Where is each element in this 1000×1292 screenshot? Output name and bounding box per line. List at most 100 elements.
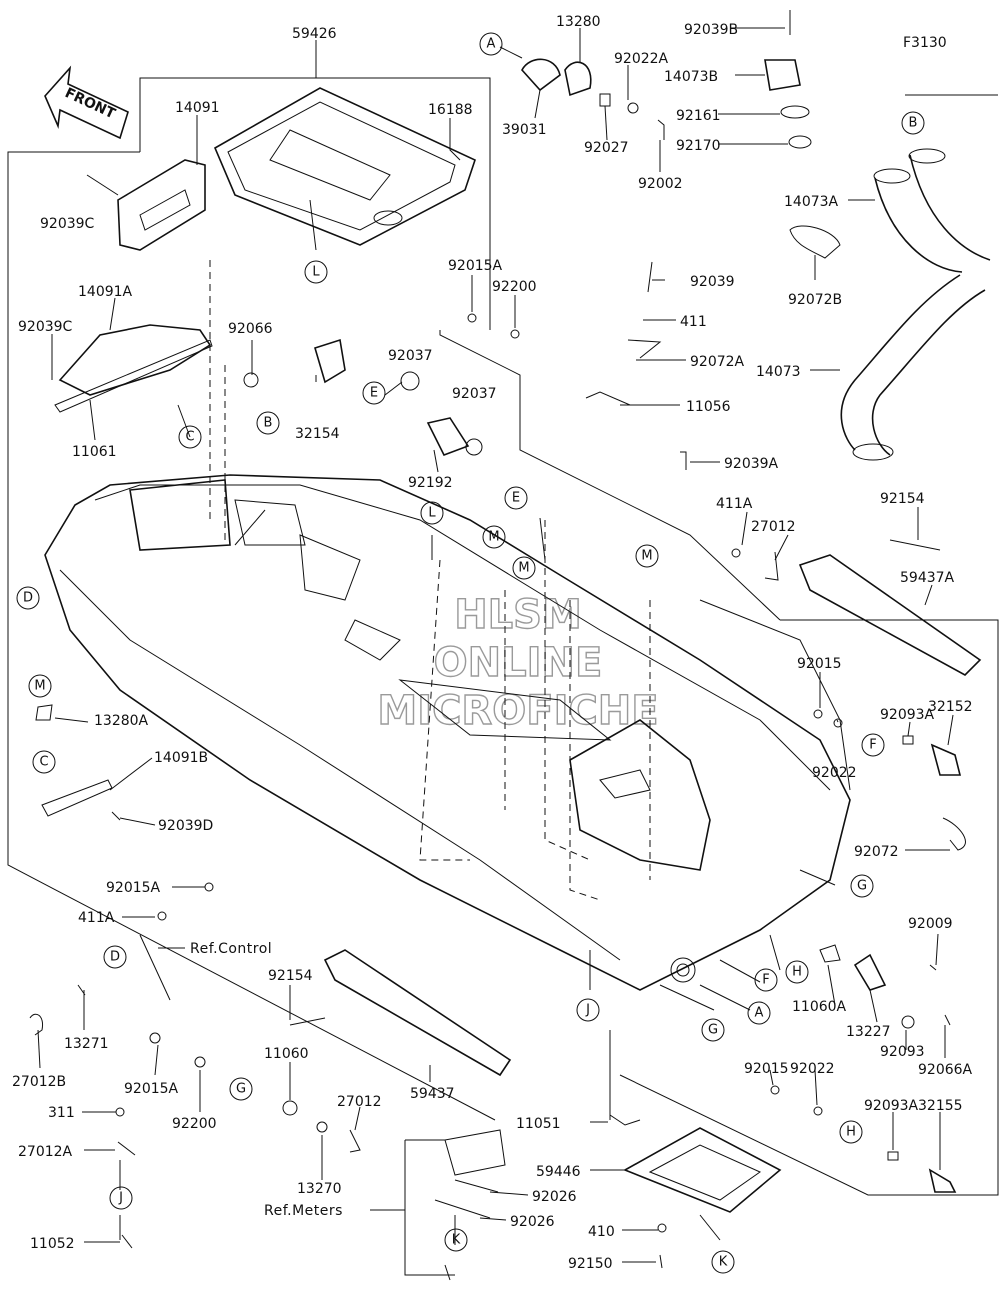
label-13280A: 13280A [94, 713, 149, 729]
callout-F-hull: F [754, 968, 778, 992]
label-92072B: 92072B [788, 292, 842, 308]
label-14091A: 14091A [78, 284, 133, 300]
svg-text:H: H [846, 1125, 856, 1140]
callout-E-mid: E [362, 381, 386, 405]
svg-text:K: K [719, 1255, 728, 1270]
svg-text:D: D [110, 950, 120, 965]
svg-text:B: B [909, 116, 918, 131]
front-arrow: FRONT [44, 65, 129, 140]
label-32152: 32152 [928, 699, 973, 715]
svg-text:B: B [264, 416, 273, 431]
callout-L-hull: L [420, 501, 444, 525]
label-92150: 92150 [568, 1256, 613, 1272]
svg-text:C: C [185, 430, 194, 445]
part-labels: 59426 16188 14091 92039C 14091A 92039C 1… [12, 14, 973, 1272]
label-14091B: 14091B [154, 750, 208, 766]
svg-text:H: H [792, 965, 802, 980]
label-92026-b: 92026 [510, 1214, 555, 1230]
svg-text:L: L [428, 506, 436, 521]
label-92022-r1: 92022 [812, 765, 857, 781]
callout-M-hull1: M [482, 525, 506, 549]
label-92015A-left: 92015A [106, 880, 161, 896]
label-14091: 14091 [175, 100, 220, 116]
label-11060: 11060 [264, 1046, 309, 1062]
label-92093A-r2: 92093A [864, 1098, 919, 1114]
grate-59446 [623, 1127, 782, 1213]
label-92066A: 92066A [918, 1062, 973, 1078]
label-92072A: 92072A [690, 354, 745, 370]
callout-A-top: A [479, 32, 503, 56]
pad-59437A [798, 554, 982, 676]
leader-lines [37, 27, 954, 1263]
label-92093A-r1: 92093A [880, 707, 935, 723]
callout-H-hull: H [785, 960, 809, 984]
figure-code: F3130 [903, 35, 947, 51]
label-92027: 92027 [584, 140, 629, 156]
callout-K-a: K [444, 1228, 468, 1252]
label-92015A-top: 92015A [448, 258, 503, 274]
hidden-lines [209, 260, 651, 901]
callout-L-top: L [304, 260, 328, 284]
label-92039A: 92039A [724, 456, 779, 472]
label-14073: 14073 [756, 364, 801, 380]
svg-text:K: K [452, 1233, 461, 1248]
callout-G-hull: G [701, 1018, 725, 1042]
label-92015-r2: 92015 [744, 1061, 789, 1077]
label-13227: 13227 [846, 1024, 891, 1040]
label-92039C-left: 92039C [18, 319, 73, 335]
callout-B-mid: B [256, 411, 280, 435]
svg-text:C: C [39, 755, 48, 770]
svg-text:G: G [236, 1082, 246, 1097]
callout-A-hull: A [747, 1001, 771, 1025]
label-92015A-bottom: 92015A [124, 1081, 179, 1097]
label-92161: 92161 [676, 108, 721, 124]
ref-meters: Ref.Meters [264, 1203, 343, 1219]
label-14073B: 14073B [664, 69, 718, 85]
label-11051: 11051 [516, 1116, 561, 1132]
callout-G-right: G [850, 874, 874, 898]
svg-text:J: J [585, 1003, 590, 1018]
label-59446: 59446 [536, 1164, 581, 1180]
front-label: FRONT [62, 85, 118, 122]
callout-F-right: F [861, 733, 885, 757]
label-92039C-top: 92039C [40, 216, 95, 232]
label-92066: 92066 [228, 321, 273, 337]
label-410: 410 [588, 1224, 615, 1240]
label-411A-left: 411A [78, 910, 115, 926]
label-27012-top: 27012 [751, 519, 796, 535]
label-13271: 13271 [64, 1036, 109, 1052]
label-39031: 39031 [502, 122, 547, 138]
svg-text:G: G [708, 1023, 718, 1038]
watermark: HLSM ONLINE MICROFICHE [377, 591, 660, 734]
callout-H-right: H [839, 1120, 863, 1144]
label-27012B: 27012B [12, 1074, 66, 1090]
frame-lines [7, 77, 999, 1276]
label-92170: 92170 [676, 138, 721, 154]
label-13270: 13270 [297, 1181, 342, 1197]
callouts: A B L C B E E L M M M D M C F G H F A G … [16, 32, 925, 1274]
label-32154: 32154 [295, 426, 340, 442]
label-11060A: 11060A [792, 999, 847, 1015]
svg-text:E: E [512, 491, 520, 506]
label-11052: 11052 [30, 1236, 75, 1252]
label-92192: 92192 [408, 475, 453, 491]
label-59437: 59437 [410, 1086, 455, 1102]
svg-text:J: J [118, 1191, 123, 1206]
pipe-14073A [873, 148, 991, 273]
label-27012A: 27012A [18, 1144, 73, 1160]
label-92037-b: 92037 [452, 386, 497, 402]
svg-text:A: A [755, 1006, 764, 1021]
cover-14091 [117, 159, 206, 251]
label-11056: 11056 [686, 399, 731, 415]
label-16188: 16188 [428, 102, 473, 118]
svg-text:M: M [518, 561, 529, 576]
svg-text:A: A [487, 37, 496, 52]
label-59437A: 59437A [900, 570, 955, 586]
svg-text:F: F [762, 973, 769, 988]
callout-C-left: C [32, 750, 56, 774]
svg-text:G: G [857, 879, 867, 894]
callout-B-right: B [901, 111, 925, 135]
label-311: 311 [48, 1105, 75, 1121]
svg-text:D: D [23, 591, 33, 606]
